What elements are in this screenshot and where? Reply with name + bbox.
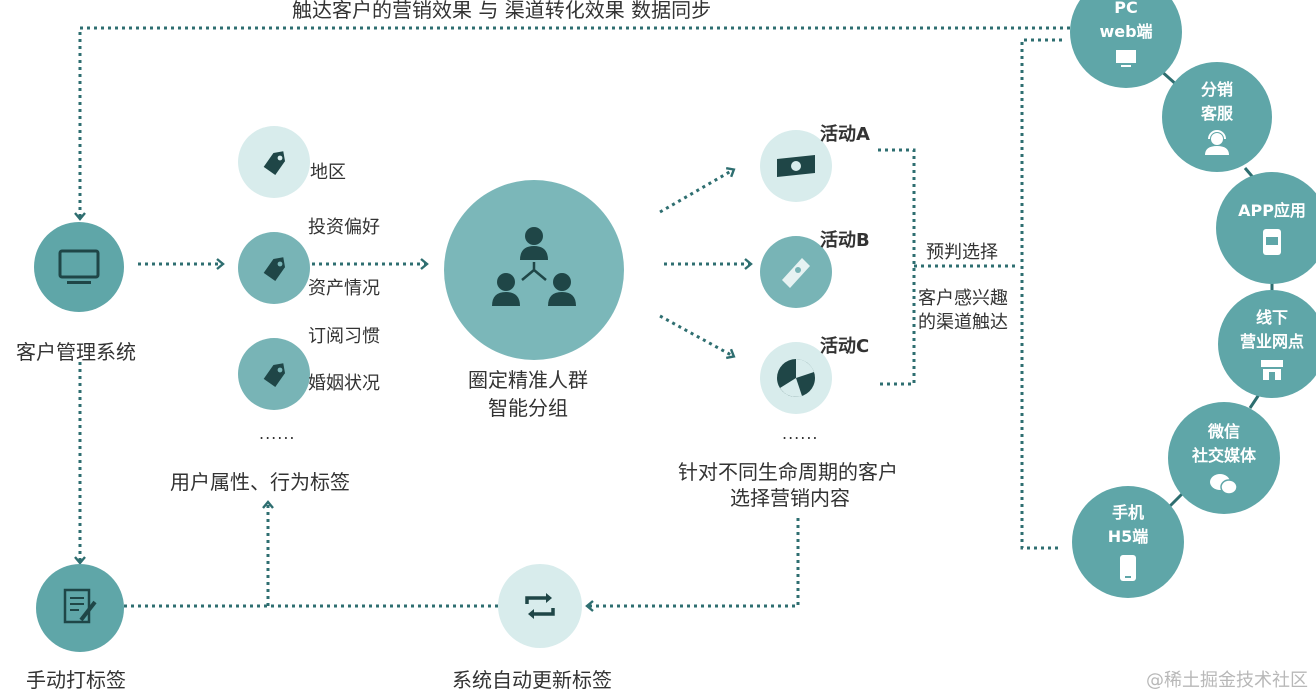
activity-bracket (878, 148, 916, 386)
channel-wechat-social[interactable]: 微信 社交媒体 (1168, 402, 1280, 514)
refresh-icon (525, 593, 555, 619)
feedback-line (74, 26, 1070, 221)
channel-line1: 手机 (1111, 503, 1144, 522)
channel-line2: 客服 (1200, 104, 1233, 123)
activity-b-node[interactable] (760, 236, 832, 308)
cash-icon (777, 155, 815, 177)
tag-icon (263, 257, 286, 281)
watermark: @稀土掘金技术社区 (1146, 670, 1308, 691)
channel-line2: 社交媒体 (1191, 446, 1256, 465)
activity-b-label: 活动B (820, 230, 870, 251)
tags-caption: 用户属性、行为标签 (170, 470, 350, 494)
document-pen-icon (63, 588, 97, 624)
channel-distribution-service[interactable]: 分销 客服 (1162, 62, 1272, 172)
monitor-icon (58, 249, 100, 284)
interest-label-line2: 的渠道触达 (918, 312, 1008, 333)
activity-caption-line2: 选择营销内容 (730, 486, 850, 510)
tag-node-2[interactable] (238, 232, 310, 304)
activity-c-node[interactable] (760, 342, 832, 414)
group-label-line1: 圈定精准人群 (468, 368, 588, 392)
activity-to-auto-arrow (585, 518, 800, 612)
group-node[interactable] (444, 180, 624, 360)
channel-line2: 营业网点 (1239, 332, 1304, 351)
activity-ellipsis: ...... (782, 424, 819, 443)
tag-item: 订阅习惯 (308, 326, 380, 347)
pie-icon (777, 359, 815, 397)
channel-line1: 微信 (1207, 422, 1240, 441)
auto-update-node[interactable] (498, 564, 582, 648)
tag-item: 地区 (310, 162, 346, 183)
channel-mobile-h5[interactable]: 手机 H5端 (1072, 486, 1184, 598)
manual-tag-label: 手动打标签 (26, 668, 126, 692)
crm-node[interactable] (34, 222, 124, 312)
channel-app[interactable]: APP应用 (1216, 172, 1316, 284)
tag-item: 投资偏好 (308, 217, 380, 238)
manual-tag-node[interactable] (36, 564, 124, 652)
channel-offline-branch[interactable]: 线下 营业网点 (1218, 290, 1316, 398)
tag-node-3[interactable] (238, 338, 310, 410)
channel-bracket (1020, 38, 1062, 550)
predict-label: 预判选择 (926, 242, 998, 263)
activity-caption-line1: 针对不同生命周期的客户 (678, 460, 898, 484)
activity-a-label: 活动A (820, 124, 870, 145)
tag-icon (263, 151, 286, 175)
channel-line2: H5端 (1107, 527, 1149, 546)
group-to-activity-a-arrow (659, 166, 736, 214)
headset-icon (1205, 130, 1229, 155)
group-to-activity-c-arrow (659, 314, 736, 360)
wechat-icon (1210, 474, 1238, 495)
monitor-icon (1116, 50, 1136, 67)
activity-c-label: 活动C (820, 336, 870, 357)
channel-line1: APP应用 (1238, 201, 1306, 220)
channel-line1: PC (1114, 0, 1138, 17)
channel-line1: 分销 (1200, 80, 1233, 99)
auto-update-label: 系统自动更新标签 (452, 668, 612, 692)
activity-a-node[interactable] (760, 130, 832, 202)
channel-pc-web[interactable]: PC web端 (1070, 0, 1182, 88)
mobile-icon (1120, 555, 1136, 581)
tag-icon (263, 363, 286, 387)
crm-label: 客户管理系统 (16, 340, 136, 364)
tag-item: 婚姻状况 (308, 373, 380, 394)
tag-ellipsis: ...... (259, 424, 296, 443)
store-icon (1261, 360, 1283, 380)
channel-line1: 线下 (1255, 308, 1288, 327)
interest-label-line1: 客户感兴趣 (918, 288, 1008, 309)
people-hierarchy-icon (492, 227, 576, 306)
group-label-line2: 智能分组 (488, 396, 568, 420)
tag-node-1[interactable] (238, 126, 310, 198)
phone-app-icon (1263, 229, 1281, 255)
tag-item: 资产情况 (308, 278, 380, 299)
top-sync-label: 触达客户的营销效果 与 渠道转化效果 数据同步 (292, 0, 712, 22)
ticket-icon (782, 258, 810, 288)
channel-line2: web端 (1099, 22, 1153, 41)
